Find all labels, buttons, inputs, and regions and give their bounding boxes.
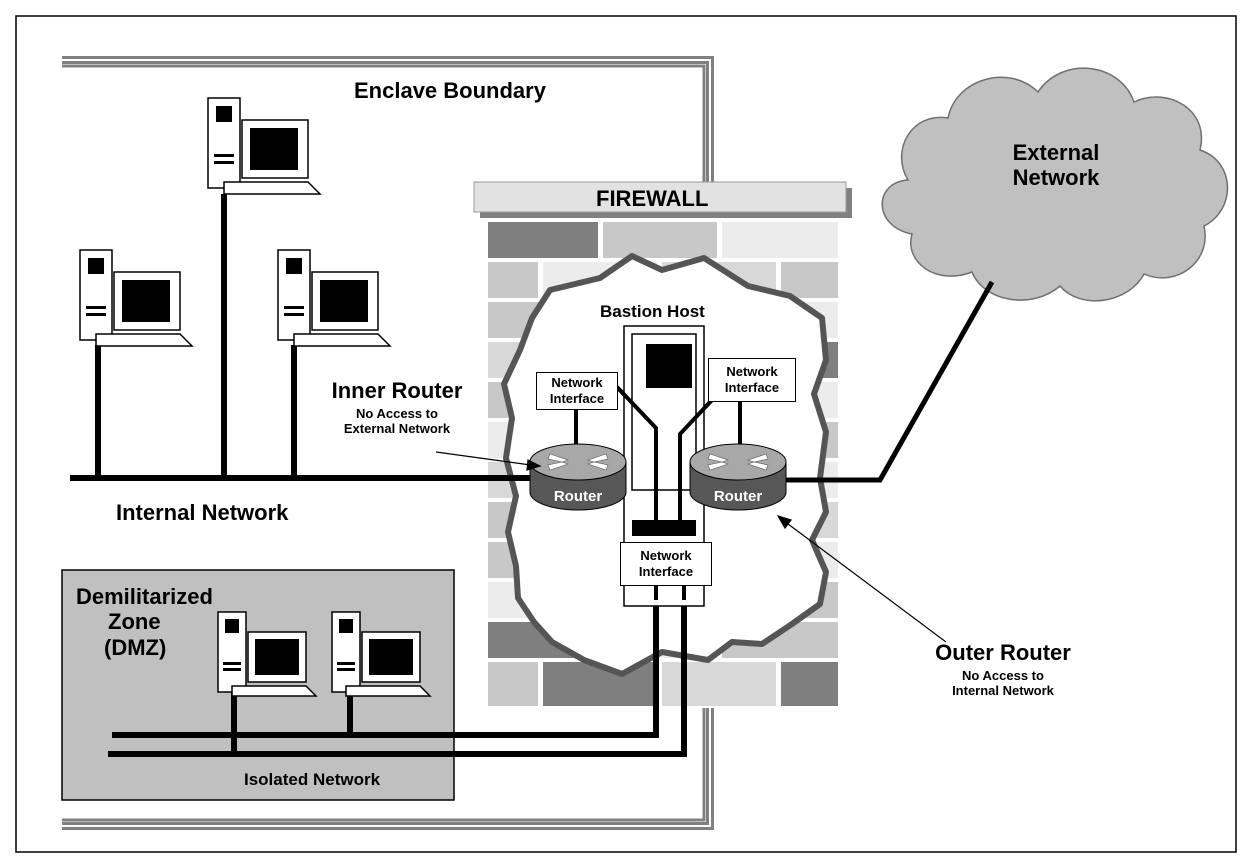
inner-router-callout: Inner Router No Access to External Netwo…	[331, 378, 463, 437]
callout-arrows	[435, 451, 947, 643]
outer-router-callout: Outer Router No Access to Internal Netwo…	[935, 640, 1071, 699]
external-network-label: External Network	[1012, 140, 1100, 191]
cloud-icon	[881, 67, 1229, 302]
bastion-host-label: Bastion Host	[600, 302, 705, 321]
outer-router-text: Router	[713, 488, 763, 505]
network-interface-bottom: Network Interface	[620, 542, 712, 586]
network-interface-right: Network Interface	[708, 358, 796, 402]
dmz-label: Demilitarized Zone (DMZ)	[76, 584, 213, 660]
firewall-label: FIREWALL	[596, 186, 709, 211]
dmz-cables	[108, 690, 454, 757]
enclave-boundary-label: Enclave Boundary	[354, 78, 546, 103]
network-interface-left: Network Interface	[536, 372, 618, 410]
inner-router-text: Router	[553, 488, 603, 505]
firewall-header-bar	[473, 181, 852, 218]
internal-network-label: Internal Network	[116, 500, 289, 525]
isolated-network-label: Isolated Network	[244, 770, 381, 789]
dmz-zone-box	[61, 569, 455, 801]
